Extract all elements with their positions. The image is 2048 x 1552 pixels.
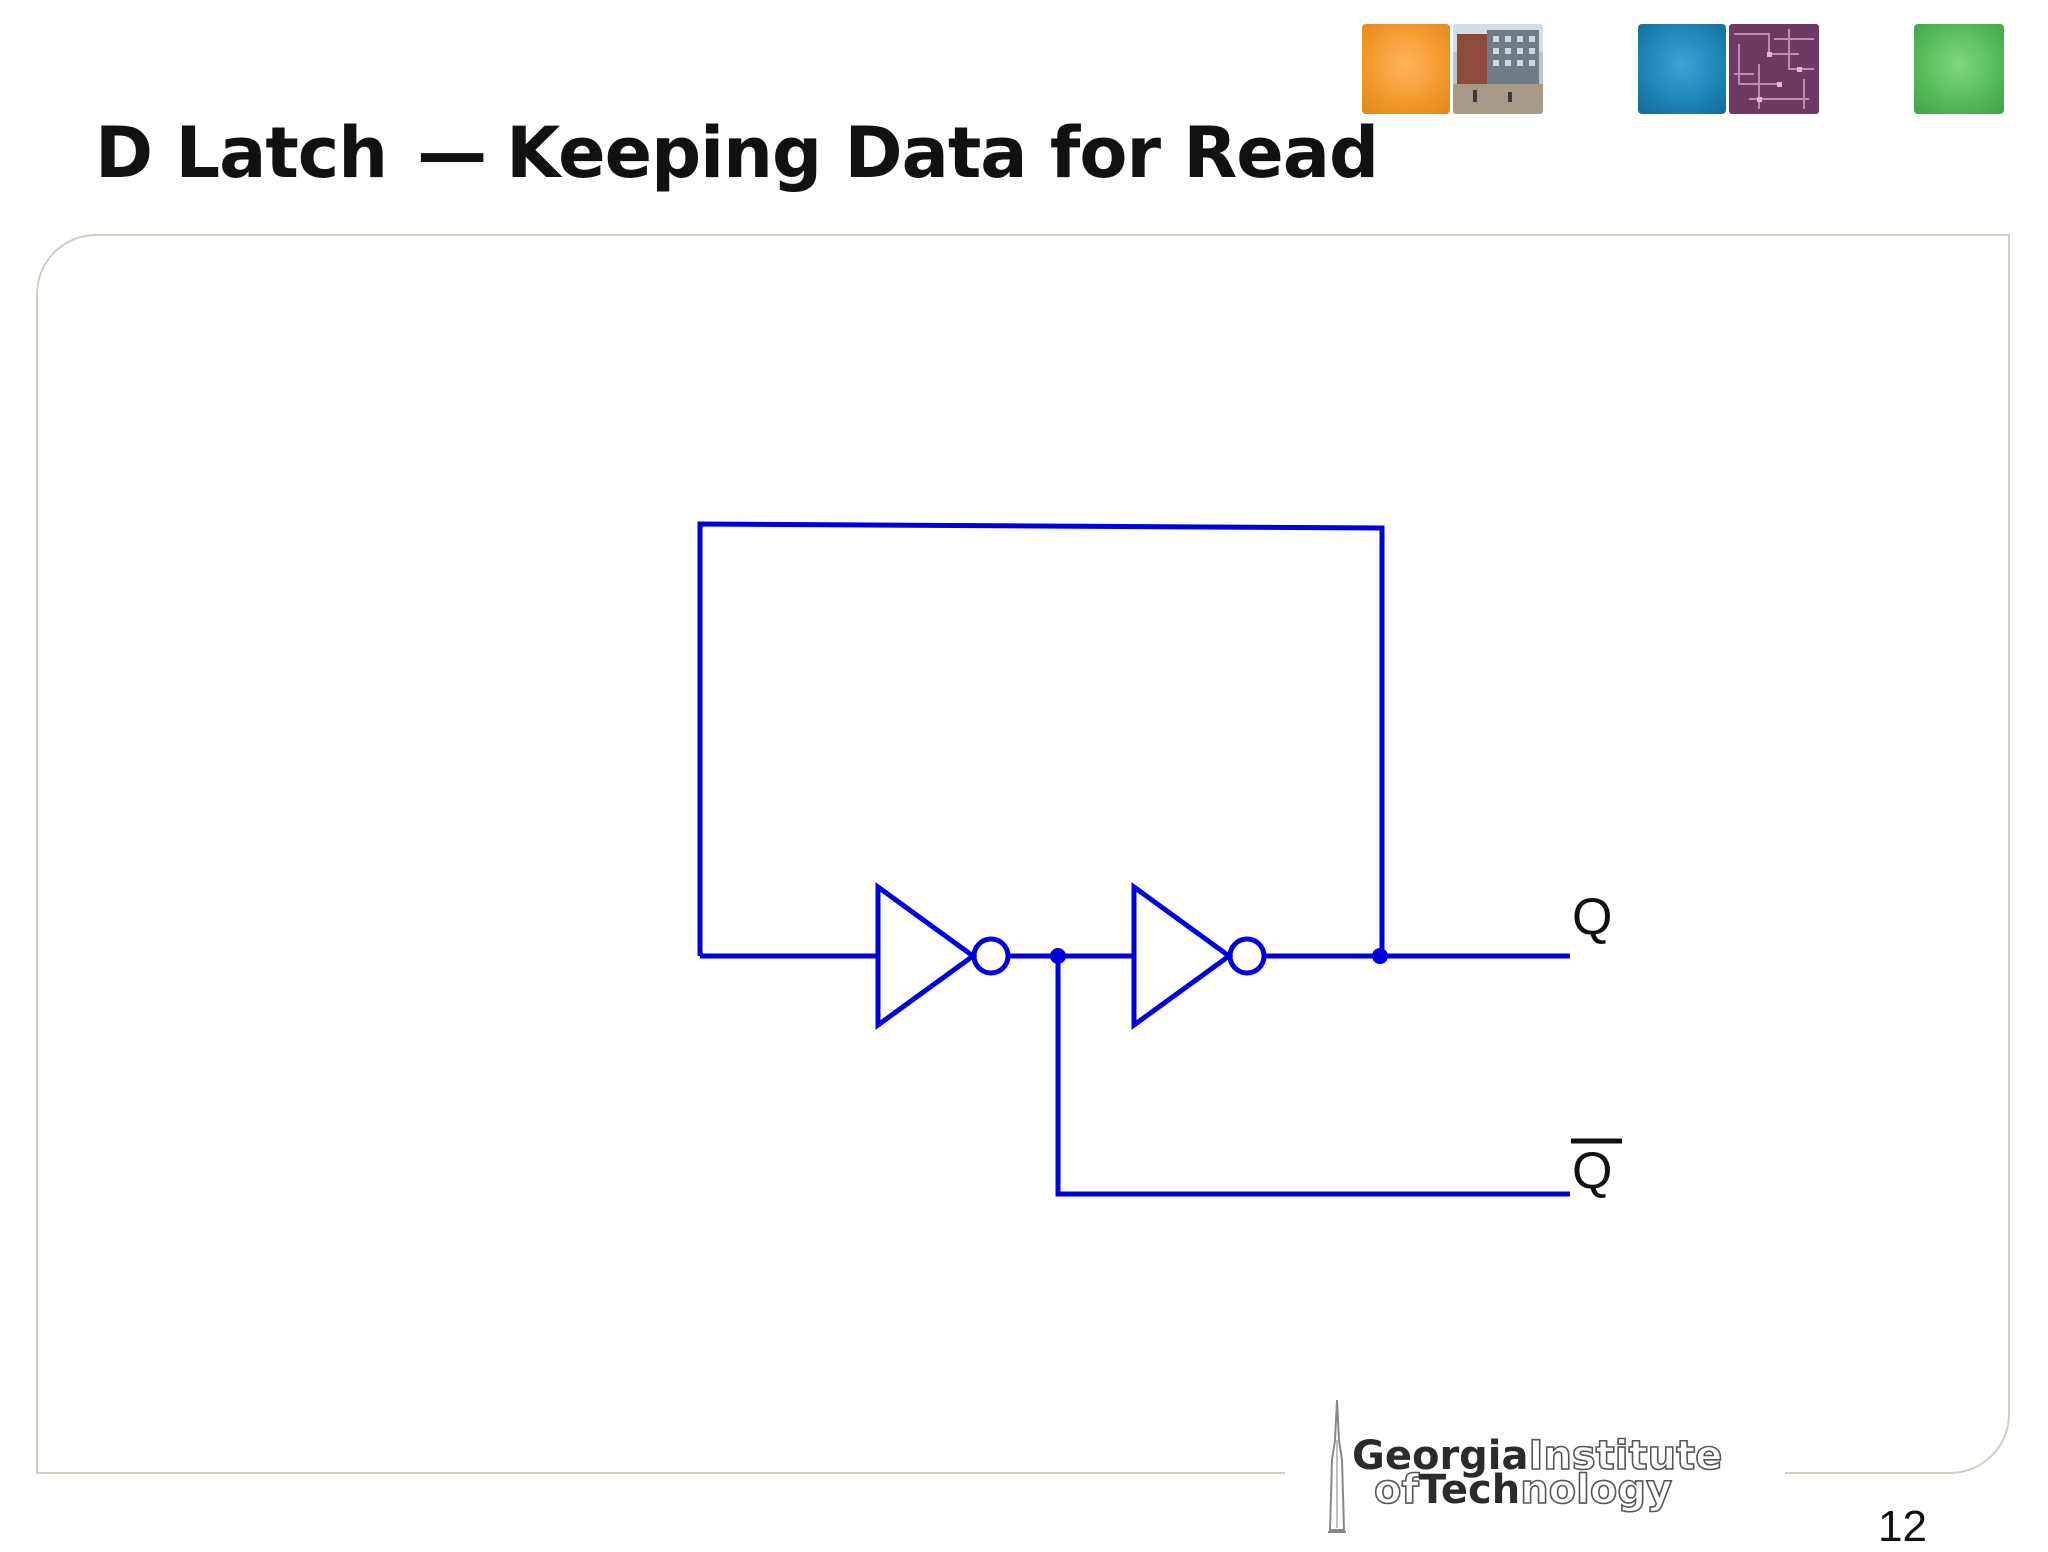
circuit-board-photo: [1729, 24, 1819, 114]
q-bar-output-label: Q: [1572, 1142, 1612, 1200]
slide-title-suffix: Keeping Data for Read: [506, 112, 1379, 194]
page-number: 12: [1878, 1502, 1927, 1551]
content-frame: [36, 234, 2010, 1474]
logo-georgia: Georgia: [1352, 1433, 1529, 1479]
georgia-tech-logo: GeorgiaInstitute ofTechnology: [1318, 1400, 1768, 1536]
logo-nology: nology: [1519, 1467, 1673, 1513]
inverter-1-bubble: [971, 936, 1011, 976]
blue-tile: [1638, 24, 1726, 114]
q-output-label: Q: [1572, 888, 1612, 946]
inverter-1: [875, 882, 978, 1030]
campus-photo: [1453, 24, 1543, 114]
junction-dot-q: [1372, 948, 1388, 964]
inverter-2: [1131, 882, 1234, 1030]
logo-institute: Institute: [1528, 1433, 1723, 1479]
tower-icon: [1328, 1400, 1346, 1533]
slide-title-main: D Latch: [95, 112, 388, 194]
logo-tech: Tech: [1418, 1467, 1521, 1513]
q-bar-output-wire: [1055, 956, 1570, 1197]
logo-of: of: [1373, 1467, 1419, 1513]
junction-dot-q-bar: [1050, 948, 1066, 964]
feedback-wire: [697, 521, 1385, 956]
green-tile: [1914, 24, 2004, 114]
inverter-2-bubble: [1227, 936, 1267, 976]
orange-tile: [1362, 24, 1450, 114]
title-dash: —: [417, 112, 487, 194]
frame-gap: [1285, 1460, 1785, 1490]
slide-title: D Latch —Keeping Data for Read: [95, 112, 1379, 194]
